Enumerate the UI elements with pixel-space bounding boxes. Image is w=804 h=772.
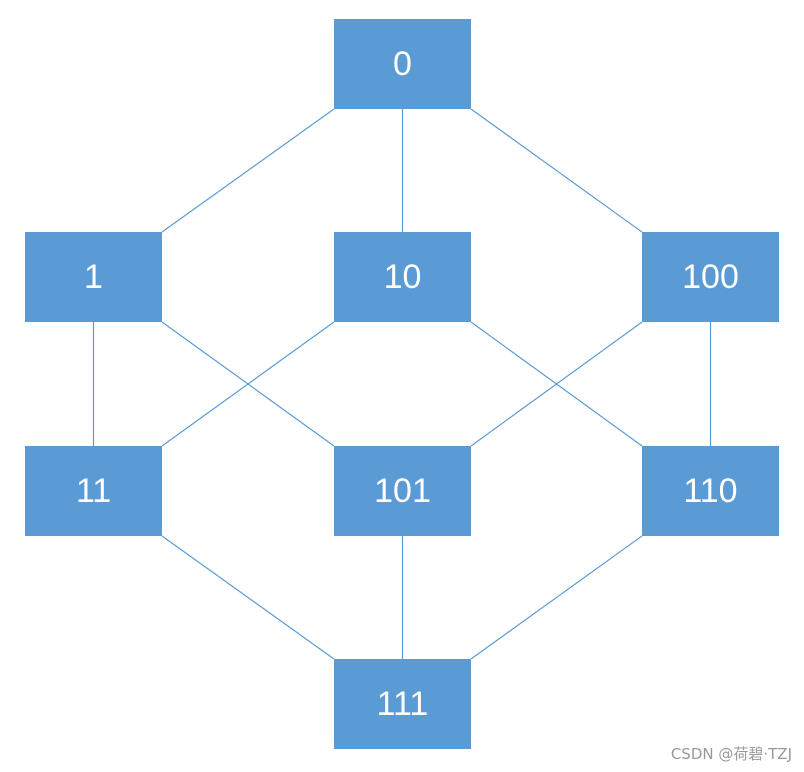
node-10: 10 (334, 232, 471, 322)
edge-10-11 (161, 321, 335, 447)
node-101: 101 (334, 446, 471, 536)
node-label: 11 (75, 471, 112, 510)
node-label: 0 (393, 44, 412, 83)
node-111: 111 (334, 659, 471, 749)
node-100: 100 (642, 232, 779, 322)
node-label: 10 (383, 257, 422, 296)
node-11: 11 (25, 446, 162, 536)
node-label: 100 (682, 257, 739, 296)
node-label: 110 (683, 471, 738, 510)
node-110: 110 (642, 446, 779, 536)
edge-11-111 (161, 535, 335, 660)
edge-100-101 (470, 321, 643, 447)
node-0: 0 (334, 19, 471, 109)
node-label: 1 (84, 257, 103, 296)
edge-110-111 (470, 535, 643, 660)
edge-0-100 (470, 108, 643, 233)
node-1: 1 (25, 232, 162, 322)
edge-0-1 (161, 108, 335, 233)
node-label: 111 (376, 684, 429, 723)
node-label: 101 (374, 471, 431, 510)
watermark: CSDN @荷碧·TZJ (670, 745, 792, 763)
